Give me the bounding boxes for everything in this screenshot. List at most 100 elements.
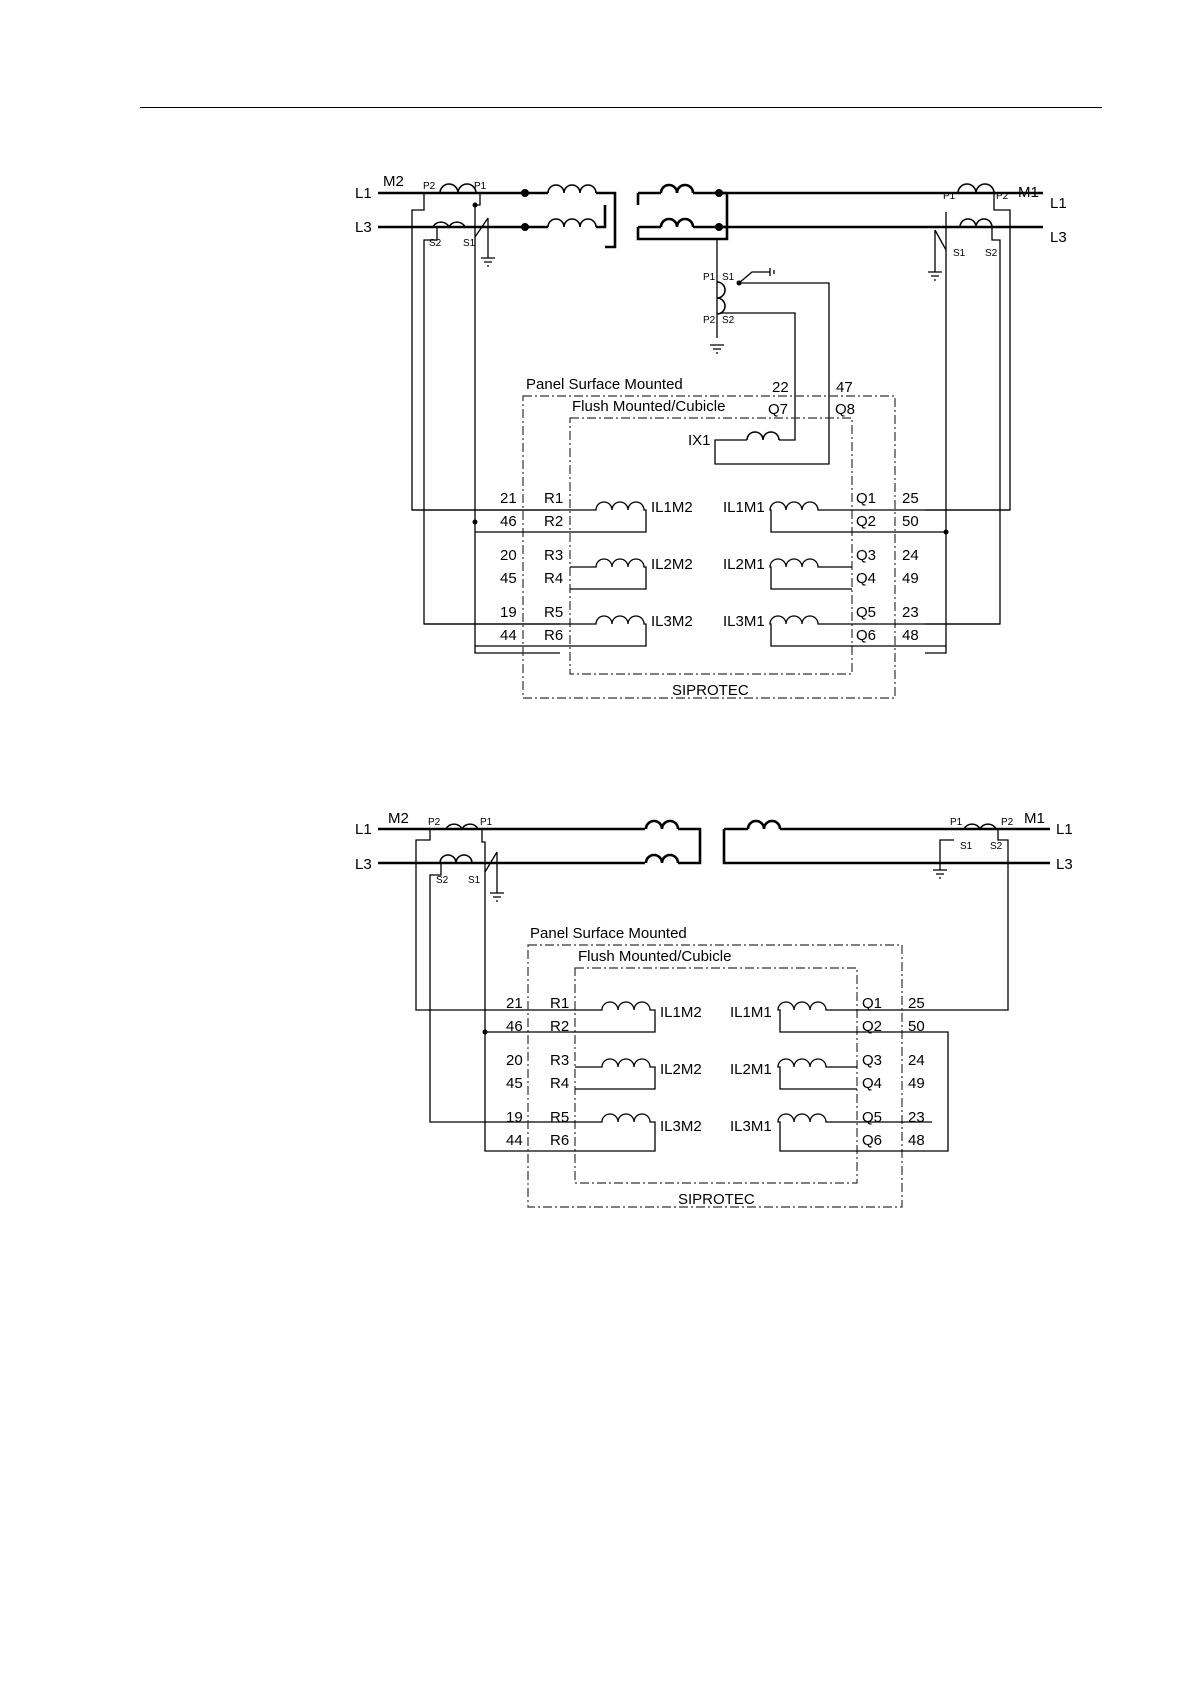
panel-surface-mounted-box	[522, 395, 896, 699]
pin-47: 47	[836, 379, 853, 396]
pin-label: 20	[500, 547, 517, 564]
bus-right-with-transformer	[722, 819, 1050, 865]
ix1-label: IX1	[688, 432, 711, 449]
ct-coil-right-l1	[957, 183, 995, 194]
pin-label: 46	[506, 1018, 523, 1035]
transformer-left-frame	[525, 191, 617, 249]
phase-label-left-l1: L1	[355, 185, 372, 202]
pin-label: 50	[908, 1018, 925, 1035]
input-winding	[570, 558, 647, 590]
ct-label-p1: P1	[474, 181, 487, 192]
pin-label: Q3	[862, 1052, 882, 1069]
ct-label-neutral-s2: S2	[722, 315, 735, 326]
input-row-il2m2: 20 45 R3 R4 IL2M2	[506, 1052, 702, 1092]
wire-ct-left-s2-l1	[415, 829, 565, 1011]
junction-dot	[472, 519, 478, 525]
input-winding	[777, 1001, 932, 1033]
ct-label-s2-right: S2	[990, 841, 1003, 852]
diagram-top: L1 L3 M2 M1 L1 L3 P2 P1 S2 S1	[355, 173, 1067, 699]
pin-label: 45	[500, 570, 517, 587]
pin-label: 21	[500, 490, 517, 507]
diagram-bottom: L1 L3 M2 M1 L1 L3 P2 P1 S2 S1 P1	[355, 810, 1073, 1208]
flush-mounted-label: Flush Mounted/Cubicle	[578, 948, 731, 965]
phase-label-right-l3: L3	[1050, 229, 1067, 246]
panel-surface-mounted-label: Panel Surface Mounted	[526, 376, 683, 393]
wire-ct-left-s2-l3	[429, 863, 565, 1123]
pin-label: 49	[908, 1075, 925, 1092]
side-label-m1: M1	[1024, 810, 1045, 827]
pin-label: 49	[902, 570, 919, 587]
pin-label: R4	[544, 570, 563, 587]
pin-label: Q2	[862, 1018, 882, 1035]
pin-label: 21	[506, 995, 523, 1012]
earth-symbol-neutral	[710, 344, 724, 354]
transformer-right	[636, 183, 729, 241]
ct-coil-neutral	[716, 281, 726, 315]
pin-label: R5	[544, 604, 563, 621]
pin-label: R6	[550, 1132, 569, 1149]
pin-label: R1	[550, 995, 569, 1012]
ct-label-s1-right: S1	[960, 841, 973, 852]
ct-label-p2-right: P2	[996, 191, 1009, 202]
ct-label-p2: P2	[428, 817, 441, 828]
transformer-winding-left-l1	[547, 184, 597, 194]
pin-label: Q3	[856, 547, 876, 564]
input-row-il3m2: 19 44 R5 R6 IL3M2	[424, 604, 693, 647]
input-winding	[769, 501, 1010, 533]
pin-label: 20	[506, 1052, 523, 1069]
pin-label: 19	[500, 604, 517, 621]
input-winding	[412, 501, 647, 533]
pin-label: Q6	[856, 627, 876, 644]
header-rule	[140, 107, 1102, 108]
pin-label: R6	[544, 627, 563, 644]
input-label: IL2M1	[723, 556, 765, 573]
input-label: IL1M1	[723, 499, 765, 516]
input-row-il3m2: 19 44 R5 R6 IL3M2	[506, 1109, 702, 1152]
pin-label: 24	[908, 1052, 925, 1069]
input-winding	[777, 1113, 932, 1152]
pin-label: 23	[902, 604, 919, 621]
pin-label: Q4	[856, 570, 876, 587]
input-label: IL1M2	[651, 499, 693, 516]
input-winding	[485, 1001, 656, 1033]
input-label: IL2M2	[660, 1061, 702, 1078]
wire-ct-left-s2-l3	[423, 227, 560, 625]
input-label: IL3M2	[651, 613, 693, 630]
ct-label-s1: S1	[463, 238, 476, 249]
input-winding	[769, 615, 1000, 647]
input-winding	[769, 558, 852, 590]
pin-label: R3	[544, 547, 563, 564]
ix1-coil	[746, 431, 780, 441]
wire-ct-right-s1	[939, 839, 954, 870]
phase-label-left-l3: L3	[355, 219, 372, 236]
flush-mounted-label: Flush Mounted/Cubicle	[572, 398, 725, 415]
input-label: IL3M1	[723, 613, 765, 630]
bus-left-with-transformer	[378, 819, 702, 865]
input-row-il2m1: IL2M1 Q3 Q4 24 49	[723, 547, 919, 590]
phase-label-left-l3: L3	[355, 856, 372, 873]
flush-mounted-box	[574, 967, 858, 1184]
input-label: IL2M1	[730, 1061, 772, 1078]
input-label: IL3M2	[660, 1118, 702, 1135]
input-label: IL3M1	[730, 1118, 772, 1135]
wire-neutral-s2	[720, 312, 796, 441]
ct-coil-right-l3	[959, 218, 993, 228]
input-label: IL1M2	[660, 1004, 702, 1021]
input-row-il1m2: 21 46 R1 R2 IL1M2	[412, 490, 693, 533]
input-row-il1m1: IL1M1 Q1 Q2 25 50	[730, 995, 932, 1035]
pin-label: R4	[550, 1075, 569, 1092]
pin-label: Q6	[862, 1132, 882, 1149]
earth-symbol-right	[933, 869, 947, 879]
phase-label-right-l1: L1	[1050, 195, 1067, 212]
input-winding	[575, 1058, 656, 1090]
ct-coil-left-l1	[439, 183, 477, 194]
transformer-winding-left-l3	[547, 218, 597, 228]
earth-symbol-small	[769, 268, 775, 276]
pin-q8: Q8	[835, 401, 855, 418]
pin-label: 19	[506, 1109, 523, 1126]
pin-label: 48	[908, 1132, 925, 1149]
phase-label-right-l1: L1	[1056, 821, 1073, 838]
input-row-il3m1: IL3M1 Q5 Q6 23 48	[730, 1109, 932, 1152]
